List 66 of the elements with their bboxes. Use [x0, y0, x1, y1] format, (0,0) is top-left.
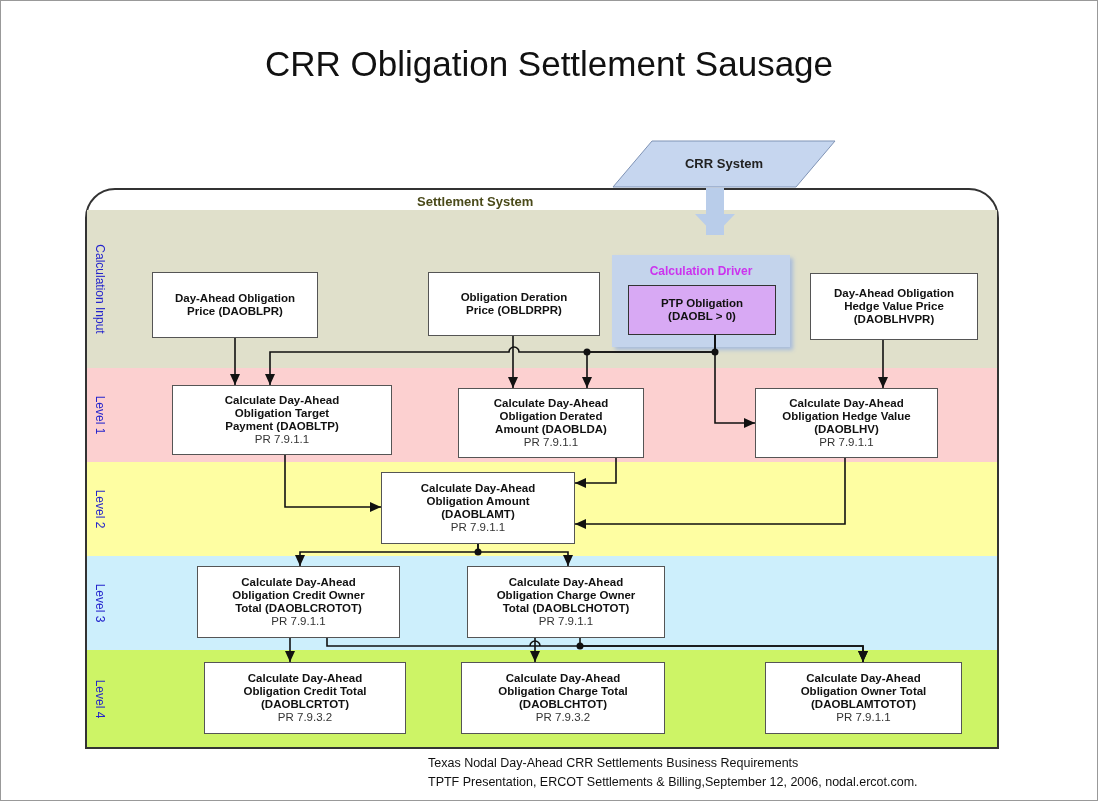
process-box — [467, 566, 665, 638]
swimlane-band — [87, 556, 997, 650]
process-box — [765, 662, 962, 734]
lane-label: Level 1 — [93, 395, 107, 435]
container-title: Settlement System — [417, 193, 534, 211]
arrow — [574, 457, 617, 488]
box-label: Calculate Day-Ahead Obligation Derated Amount (DAOBLDA) — [492, 397, 610, 436]
box-label: Calculate Day-Ahead Obligation Hedge Value (DAOBLHV) — [781, 397, 912, 436]
rule-reference: PR 7.9.1.1 — [836, 711, 891, 724]
rule-reference: PR 7.9.1.1 — [523, 436, 579, 449]
arrow — [508, 335, 518, 389]
slide-title: CRR Obligation Settlement Sausage — [263, 43, 835, 85]
swimlane-band — [87, 462, 997, 556]
box-label: Calculate Day-Ahead Obligation Credit Total (DAOBLCRTOT) — [242, 672, 368, 711]
box-label: Calculate Day-Ahead Obligation Charge Owner Total (DAOBLCHOTOT) — [496, 576, 636, 615]
box-label: Calculate Day-Ahead Obligation Amount (DAOBLAMT) — [419, 482, 537, 521]
swimlane-band — [87, 210, 997, 368]
arrow — [579, 637, 868, 663]
lane-label: Level 2 — [93, 489, 107, 529]
block-arrow — [695, 188, 735, 235]
system-parallelogram — [612, 140, 836, 188]
rule-reference: PR 7.9.1.1 — [538, 615, 594, 628]
rule-reference: PR 7.9.1.1 — [254, 433, 310, 446]
process-box — [197, 566, 400, 638]
system-container — [87, 190, 997, 747]
process-box — [461, 662, 665, 734]
input-box — [428, 272, 600, 336]
swimlane-band — [87, 650, 997, 747]
lane-label: Level 4 — [93, 679, 107, 718]
process-box — [381, 472, 575, 544]
lane-label: Calculation Input — [93, 244, 107, 334]
rule-reference: PR 7.9.1.1 — [450, 521, 506, 534]
box-label: Calculate Day-Ahead Obligation Target Payment (DAOBLTP) — [223, 394, 341, 433]
arrow — [285, 637, 295, 663]
rule-reference: PR 7.9.1.1 — [271, 615, 326, 628]
box-label: Day-Ahead Obligation Hedge Value Price (DAOBLHVPR) — [832, 287, 956, 326]
process-box — [204, 662, 406, 734]
rule-reference: PR 7.9.1.1 — [819, 436, 874, 449]
box-label: Obligation Deration Price (OBLDRPR) — [459, 291, 569, 317]
driver-box — [628, 285, 776, 335]
source-note: Texas Nodal Day-Ahead CRR Settlements Business Requirements — [428, 755, 799, 771]
system-label: CRR System — [685, 155, 763, 174]
input-box — [810, 273, 978, 340]
arrow — [284, 454, 382, 512]
swimlane-band — [87, 368, 997, 462]
box-label: Calculate Day-Ahead Obligation Credit Owner Total (DAOBLCROTOT) — [231, 576, 366, 615]
box-label: PTP Obligation (DAOBL > 0) — [659, 297, 745, 323]
rule-reference: PR 7.9.3.2 — [277, 711, 333, 724]
arrow — [714, 334, 756, 428]
box-label: Calculate Day-Ahead Obligation Owner Total (DAOBLAMTOTOT) — [799, 672, 928, 711]
lane-label: Level 3 — [93, 583, 107, 623]
arrow — [230, 337, 240, 386]
arrow — [477, 543, 573, 567]
arrow — [878, 339, 888, 389]
driver-panel — [612, 255, 790, 347]
rule-reference: PR 7.9.3.2 — [535, 711, 591, 724]
box-label: Day-Ahead Obligation Price (DAOBLPR) — [173, 292, 297, 318]
arrow — [574, 457, 846, 529]
box-label: Calculate Day-Ahead Obligation Charge Total (DAOBLCHTOT) — [497, 672, 629, 711]
input-box — [152, 272, 318, 338]
process-box — [458, 388, 644, 458]
arrow — [530, 637, 540, 663]
process-box — [172, 385, 392, 455]
panel-title: Calculation Driver — [648, 263, 754, 280]
source-note: TPTF Presentation, ERCOT Settlements & Billing,September 12, 2006, nodal.ercot.com. — [428, 774, 918, 790]
process-box — [755, 388, 938, 458]
